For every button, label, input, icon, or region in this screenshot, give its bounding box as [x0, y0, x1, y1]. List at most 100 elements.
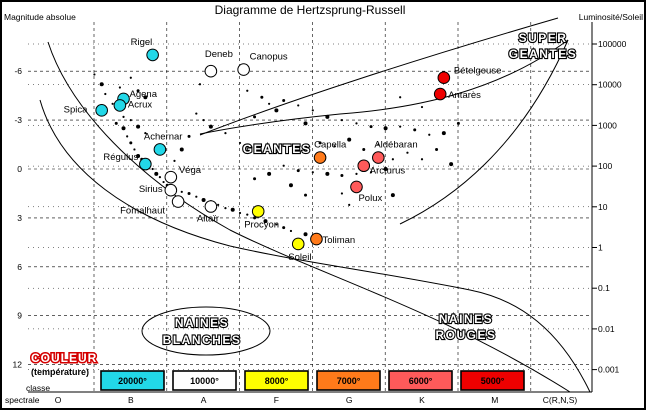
x-tick-label: C(R,N,S) — [543, 395, 578, 405]
color-legend: COULEUR (température) 20000°10000°8000°7… — [30, 350, 525, 391]
background-star — [413, 128, 417, 132]
background-star — [348, 203, 351, 206]
background-star — [114, 121, 118, 125]
background-star — [340, 119, 344, 122]
background-star — [99, 82, 104, 87]
y-right-tick-label: 0.001 — [598, 365, 620, 375]
supergiant-lower-boundary — [199, 17, 559, 136]
background-star — [230, 207, 235, 212]
legend-swatch — [172, 370, 237, 391]
star-label-polux: Polux — [358, 193, 382, 204]
star-betelgeuse — [437, 71, 451, 85]
star-aldebaran — [372, 151, 385, 164]
background-star — [303, 232, 308, 237]
background-star — [282, 99, 286, 103]
background-star — [217, 203, 220, 206]
y-left-tick-label: 12 — [13, 360, 23, 370]
background-star — [246, 89, 249, 92]
region-label-white-dwarfs-1: NAINES — [175, 316, 229, 330]
star-procyon — [251, 205, 265, 218]
background-star — [224, 207, 227, 210]
region-label-red-dwarfs-1: NAINES — [439, 312, 493, 326]
background-star — [154, 171, 159, 176]
x-tick-label: O — [55, 395, 62, 405]
x-tick-label: F — [274, 395, 279, 405]
star-label-achernar: Achernar — [144, 131, 183, 142]
y-left-tick-label: 3 — [17, 213, 22, 223]
x-tick-label: A — [201, 395, 207, 405]
region-label-red-dwarfs-2: ROUGES — [435, 328, 496, 342]
background-star — [369, 125, 373, 129]
star-label-rigel: Rigel — [131, 37, 153, 48]
y-right-tick-label: 10000 — [598, 80, 622, 90]
background-star — [180, 190, 183, 193]
y-right-tick-label: 0.1 — [598, 283, 610, 293]
background-star — [318, 141, 322, 145]
background-star — [297, 104, 300, 107]
background-star — [267, 171, 272, 176]
background-star — [456, 121, 460, 125]
background-star — [288, 183, 293, 188]
x-label-line2: spectrale — [5, 395, 40, 405]
background-star — [347, 137, 352, 142]
y-right-tick-label: 1 — [598, 243, 603, 253]
star-label-arcturus: Arcturus — [370, 166, 406, 177]
y-right-tick-label: 10 — [598, 202, 608, 212]
background-star — [121, 126, 126, 131]
star-label-acrux: Acrux — [128, 99, 153, 110]
star-label-fomalhaut: Fomalhaut — [120, 206, 165, 217]
star-label-deneb: Deneb — [205, 49, 233, 60]
y-right-tick-label: 1000 — [598, 120, 617, 130]
background-star — [428, 133, 431, 136]
background-star — [369, 171, 373, 174]
legend-subtitle: (température) — [31, 367, 89, 377]
legend-label: 10000° — [190, 376, 219, 386]
legend-swatch — [316, 370, 381, 391]
x-tick-label: K — [419, 395, 425, 405]
x-tick-label: G — [346, 395, 353, 405]
background-star — [144, 132, 147, 135]
star-label-vega: Véga — [179, 165, 202, 176]
star-spica — [95, 104, 108, 117]
background-star — [202, 119, 205, 122]
background-star — [390, 193, 395, 198]
region-label-giants: GEANTES — [243, 142, 312, 156]
star-sirius — [164, 183, 178, 197]
background-star — [275, 223, 278, 226]
background-star — [136, 153, 141, 158]
background-star — [208, 124, 213, 129]
region-boundaries — [39, 17, 591, 393]
background-star — [263, 219, 268, 224]
background-star — [253, 177, 257, 181]
background-star — [129, 119, 132, 122]
background-star — [391, 158, 394, 161]
background-star — [406, 151, 409, 154]
legend-label: 8000° — [265, 376, 289, 386]
legend-label: 20000° — [118, 376, 147, 386]
background-star — [268, 102, 271, 105]
star-label-aldebaran: Aldébaran — [374, 140, 417, 151]
star-fomalhaut — [171, 195, 185, 208]
y-left-tick-label: 0 — [17, 164, 22, 174]
background-star — [303, 121, 308, 126]
star-vega — [164, 170, 178, 184]
background-star — [136, 89, 140, 93]
giant-lower-boundary — [399, 39, 569, 225]
star-capella — [313, 151, 327, 164]
background-star — [377, 143, 380, 146]
legend-label: 5000° — [481, 376, 505, 386]
star-label-betelgeuse: Bételgeuse — [454, 66, 502, 77]
background-star — [253, 216, 257, 220]
y-right-tick-label: 100000 — [598, 39, 627, 49]
region-label-supergiants: SUPER GEANTES — [508, 30, 577, 62]
background-star — [282, 226, 286, 230]
background-star — [195, 195, 198, 198]
star-antares — [433, 87, 447, 101]
background-star — [195, 112, 198, 115]
background-star — [325, 171, 330, 176]
background-star — [304, 193, 308, 197]
background-star — [333, 145, 336, 148]
background-star — [158, 176, 162, 179]
y-left-tick-label: -6 — [14, 66, 22, 76]
